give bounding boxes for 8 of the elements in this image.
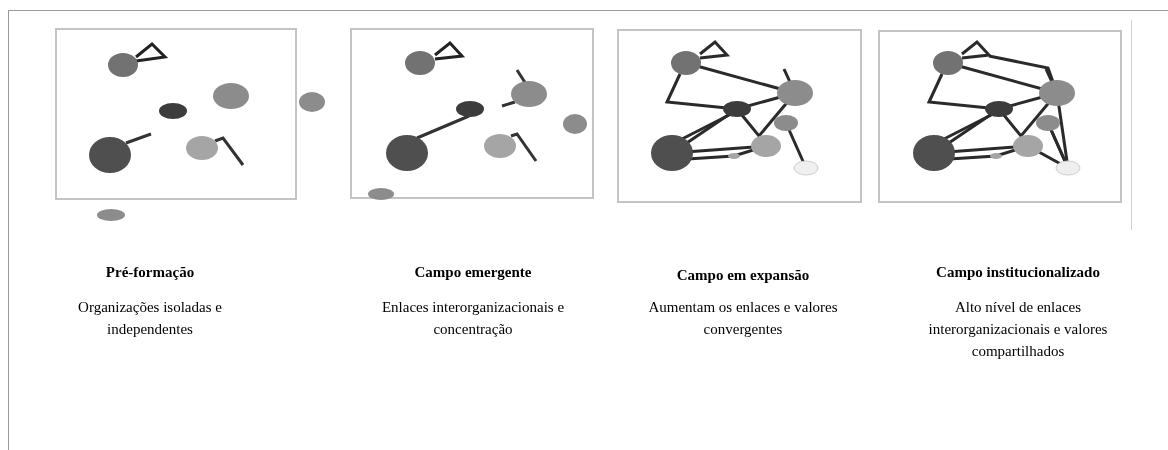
stage-title: Campo institucionalizado xyxy=(936,263,1100,282)
stage-title: Campo emergente xyxy=(414,263,532,282)
stage-description: Organizações isoladas e independentes xyxy=(77,298,223,339)
stage-description: Aumentam os enlaces e valores convergentes xyxy=(647,298,839,339)
stage-title: Campo em expansão xyxy=(676,266,810,285)
stage-description: Alto nível de enlaces interorganizacionais e valores compartilhados xyxy=(927,298,1109,361)
stage-title: Pré-formação xyxy=(105,263,195,282)
stage-description: Enlaces interorganizacionais e concentração xyxy=(380,298,566,339)
